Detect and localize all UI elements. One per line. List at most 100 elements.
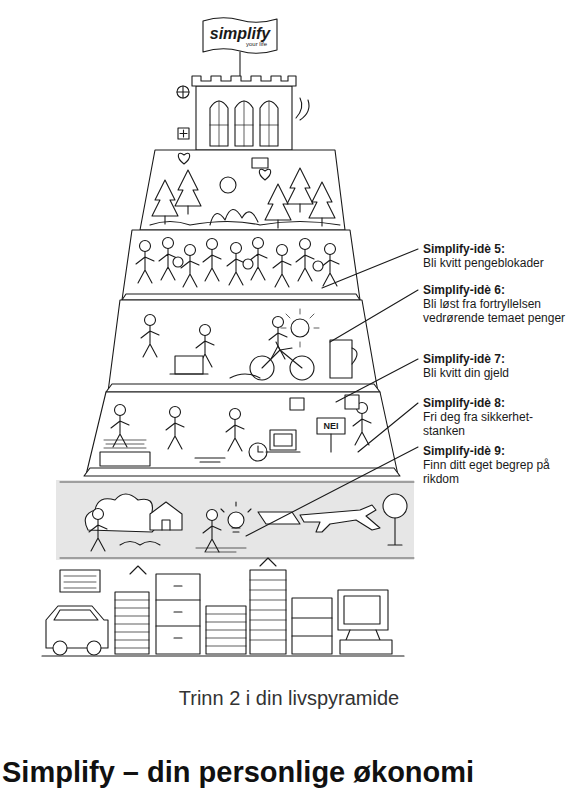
illustration-path	[258, 512, 300, 524]
office-level	[84, 392, 400, 476]
illustration-rect	[270, 430, 296, 450]
illustration-use	[136, 241, 154, 284]
idea-heading: Simplify-idè 9:	[423, 444, 575, 458]
illustration-path	[322, 249, 418, 288]
illustration-circle	[173, 257, 183, 267]
illustration-path	[192, 76, 296, 86]
illustration-path	[300, 505, 380, 532]
illustration-path	[221, 502, 251, 532]
grey-band	[56, 480, 414, 560]
illustration-circle	[53, 641, 67, 655]
illustration-use	[203, 510, 221, 553]
sign-text: NEI	[318, 420, 344, 432]
idea-text: Bli løst fra fortryllelsen vedrørende te…	[423, 297, 575, 325]
illustration-rect	[344, 596, 380, 624]
illustration-path	[196, 86, 292, 150]
illustration-rect	[317, 418, 345, 434]
illustration-rect	[175, 356, 203, 374]
illustration-path	[46, 606, 108, 648]
illustration-circle	[228, 512, 244, 528]
illustration-path	[358, 403, 418, 452]
illustration-circle	[177, 86, 189, 98]
illustration-path	[64, 576, 96, 588]
illustration-path	[120, 542, 160, 546]
idea-heading: Simplify-idè 7:	[423, 352, 575, 366]
illustration-circle	[220, 177, 236, 193]
nature-level	[140, 150, 345, 230]
illustration-rect	[290, 398, 304, 410]
illustration-rect	[292, 598, 332, 654]
illustration-path	[150, 222, 340, 226]
illustration-path	[230, 374, 260, 378]
illustration-path	[170, 373, 208, 374]
illustration-rect	[206, 606, 246, 654]
dream-level	[60, 482, 414, 558]
illustration-path	[180, 130, 187, 137]
illustration-path	[115, 600, 149, 648]
illustration-path	[54, 610, 98, 620]
illustration-use	[273, 245, 291, 288]
illustration-circle	[383, 494, 407, 518]
illustration-use	[111, 405, 129, 448]
crowd-level	[122, 230, 360, 300]
illustration-path	[196, 548, 246, 552]
illustration-path	[42, 655, 404, 656]
illustration-path	[122, 294, 360, 300]
illustration-circle	[243, 259, 253, 269]
illustration-use	[152, 180, 178, 224]
illustration-path	[266, 451, 300, 452]
illustration-use	[203, 239, 221, 282]
illustration-use	[309, 182, 335, 226]
illustration-use	[249, 238, 267, 281]
illustration-use	[287, 168, 313, 212]
illustration-path	[281, 309, 319, 347]
bicycle-level	[106, 300, 380, 392]
illustration-circle	[249, 443, 267, 461]
illustration-path	[122, 230, 360, 300]
idea-heading: Simplify-idè 5:	[423, 242, 575, 256]
illustration-use	[321, 244, 339, 287]
illustration-path	[330, 434, 331, 452]
illustration-path	[262, 342, 302, 368]
illustration-path	[210, 101, 278, 146]
illustration-path	[104, 440, 146, 448]
illustration-path	[156, 586, 200, 638]
illustration-rect	[338, 590, 388, 630]
illustration-path	[100, 452, 150, 466]
idea-heading: Simplify-idè 6:	[423, 283, 575, 297]
illustration-path	[296, 98, 309, 120]
illustration-path	[336, 359, 418, 402]
illustration-path	[206, 614, 246, 646]
illustration-path	[177, 86, 189, 98]
illustration-path	[330, 290, 418, 342]
illustration-rect	[250, 570, 286, 654]
tower	[177, 76, 309, 150]
illustration-path	[150, 502, 182, 530]
illustration-path	[86, 392, 398, 475]
illustration-rect	[252, 158, 268, 168]
illustration-path	[330, 340, 352, 378]
illustration-path	[140, 150, 345, 230]
idea-text: Finn ditt eget begrep på rikdom	[423, 458, 563, 486]
illustration-use	[227, 243, 245, 286]
illustration-path	[346, 630, 380, 640]
illustration-rect	[115, 592, 149, 654]
idea-text: Fri deg fra sikkerhet- stanken	[423, 410, 563, 438]
illustration-use	[226, 409, 244, 452]
illustration-path	[108, 300, 378, 392]
flag	[203, 18, 277, 80]
illustration-use	[89, 509, 107, 552]
illustration-use	[141, 315, 159, 358]
illustration-use	[178, 153, 189, 164]
idea-text: Bli kvitt pengeblokader	[423, 256, 575, 270]
illustration-rect	[340, 640, 392, 654]
flag-subtext: your life	[246, 41, 274, 48]
illustration-path	[246, 447, 418, 536]
illustration-path	[106, 384, 380, 392]
illustration-use	[296, 239, 314, 282]
illustration-rect	[274, 434, 292, 446]
illustration-path	[60, 482, 414, 558]
illustration-circle	[291, 319, 309, 337]
illustration-path	[292, 618, 332, 636]
idea-heading: Simplify-idè 8:	[423, 396, 575, 410]
